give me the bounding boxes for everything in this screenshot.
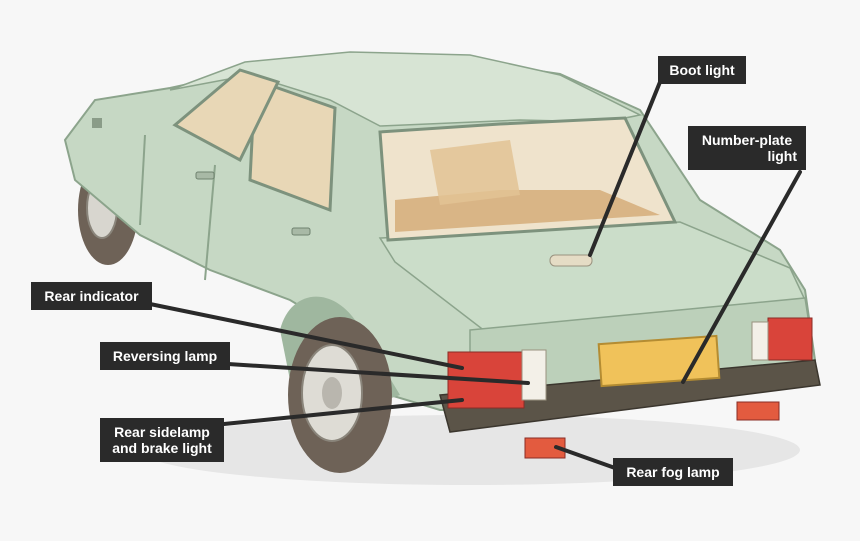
label-boot-light: Boot light — [658, 56, 746, 84]
label-rear-fog-lamp: Rear fog lamp — [613, 458, 733, 486]
leader-reversing-lamp — [226, 362, 530, 385]
door-seam-front — [139, 134, 146, 226]
wing-mirror — [92, 118, 102, 128]
door-seam — [204, 164, 216, 281]
door-handle-rear — [291, 227, 311, 236]
leader-rear-indicator — [148, 302, 464, 370]
rear-fog-lamp-right — [736, 401, 780, 421]
label-rear-sidelamp-brake-light: Rear sidelamp and brake light — [100, 418, 224, 462]
label-reversing-lamp: Reversing lamp — [100, 342, 230, 370]
reversing-lamp-right — [751, 321, 769, 361]
number-plate — [597, 334, 721, 388]
seat-headrest — [430, 140, 520, 205]
rear-side-window — [248, 77, 337, 213]
leader-rear-fog-lamp — [554, 445, 617, 470]
leader-boot-light — [588, 80, 662, 257]
label-number-plate-light: Number-plate light — [688, 126, 806, 170]
rear-left-wheel — [288, 317, 392, 473]
label-rear-indicator: Rear indicator — [31, 282, 152, 310]
door-handle-front — [195, 171, 215, 180]
front-side-window — [172, 68, 281, 163]
rear-lamp-right — [767, 317, 813, 361]
leader-rear-sidelamp — [222, 398, 464, 426]
rear-fog-lamp-left — [524, 437, 566, 459]
reversing-lamp-left — [521, 349, 547, 401]
boot-light-lens — [549, 254, 593, 267]
leader-number-plate-light — [681, 170, 802, 384]
